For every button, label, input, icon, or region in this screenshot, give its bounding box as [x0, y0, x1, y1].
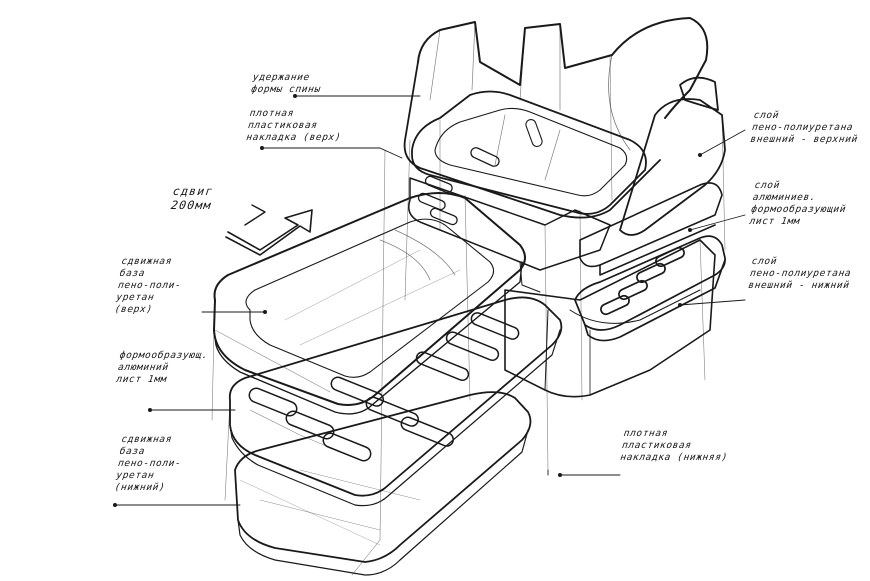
label-line: слой	[750, 256, 778, 267]
label-line: плотная	[248, 108, 295, 119]
label-foam-outer-top: слой пено-полиуретана внешний - верхний	[749, 110, 861, 146]
label-line: лист 1мм	[748, 216, 801, 227]
bottom-slide-base	[234, 391, 532, 576]
label-line: сдвижная	[120, 434, 173, 445]
label-line: внешний - верхний	[749, 134, 859, 145]
shift-arrow	[225, 204, 313, 256]
back-shell	[403, 17, 709, 219]
top-overlay-tray	[411, 90, 647, 215]
label-line: 200мм	[170, 198, 213, 212]
label-line: алюминий	[117, 362, 170, 373]
leader-dots	[113, 94, 702, 507]
label-aluminium-sheet-left: формообразующ. алюминий лист 1мм	[115, 350, 209, 386]
label-back-shape: удержание формы спины	[250, 72, 323, 96]
construction-lines	[211, 54, 726, 576]
label-line: уретан	[115, 470, 156, 481]
label-line: сдвижная	[120, 256, 173, 267]
label-line: лист 1мм	[115, 374, 168, 385]
label-top-overlay: плотная пластиковая накладка (верх)	[245, 108, 345, 144]
label-line: внешний - нижний	[747, 280, 851, 291]
label-line: (нижний)	[113, 482, 167, 493]
label-line: формы спины	[250, 84, 322, 95]
label-line: база	[118, 446, 146, 457]
label-bottom-overlay: плотная пластиковая накладка (нижняя)	[619, 428, 731, 464]
label-line: (верх)	[113, 304, 154, 315]
label-line: уретан	[115, 292, 156, 303]
label-slide-base-bottom: сдвижная база пено-поли- уретан (нижний)	[114, 434, 186, 494]
label-aluminium-sheet-right: слой алюминиев. формообразующий лист 1мм	[749, 180, 851, 228]
label-line: удержание	[252, 72, 311, 83]
label-line: пено-полиуретана	[749, 268, 852, 279]
right-foam-lower	[574, 235, 726, 342]
label-line: пено-поли-	[117, 280, 183, 291]
label-line: пено-полиуретана	[751, 122, 854, 133]
label-line: алюминиев.	[752, 192, 817, 203]
label-line: накладка (верх)	[245, 132, 342, 143]
label-line: база	[118, 268, 146, 279]
label-line: пено-поли-	[117, 458, 183, 469]
right-foam-upper	[619, 76, 726, 236]
label-slide-base-top: сдвижная база пено-поли- уретан (верх)	[114, 256, 186, 316]
label-line: формообразующий	[750, 204, 847, 215]
label-line: формообразующ.	[118, 350, 210, 361]
label-shift: сдвиг 200мм	[170, 184, 215, 212]
lower-body-block	[504, 239, 716, 398]
mid-aluminium-seat	[408, 175, 611, 293]
leader-lines	[114, 95, 746, 506]
label-line: слой	[753, 180, 781, 191]
top-slide-base	[213, 192, 526, 415]
aluminium-sheet-lower	[228, 296, 563, 507]
label-line: плотная	[622, 428, 669, 439]
label-line: сдвиг	[172, 184, 215, 198]
label-line: пластиковая	[247, 120, 319, 131]
label-line: пластиковая	[621, 440, 693, 451]
label-line: накладка (нижняя)	[619, 452, 729, 463]
label-foam-outer-bottom: слой пено-полиуретана внешний - нижний	[747, 256, 853, 292]
label-line: слой	[752, 110, 780, 121]
